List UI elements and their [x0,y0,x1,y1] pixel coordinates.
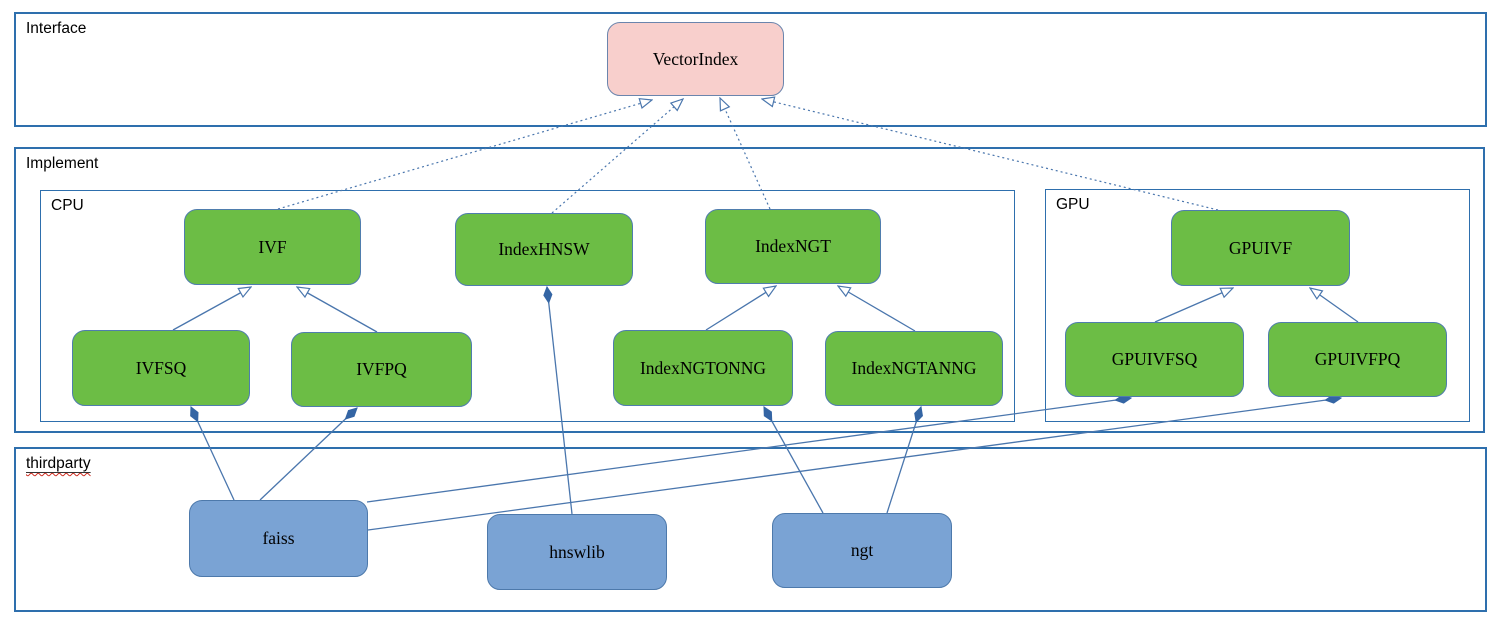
container-label-text-cpu: CPU [51,197,84,214]
edge-faiss-to-ivfsq [190,405,235,501]
container-label-implement: Implement [26,155,98,173]
edge-indexngt-to-vectorindex [720,98,771,210]
edge-gpuivfsq-to-gpuivf [1154,288,1233,323]
node-ivfpq: IVFPQ [291,332,472,407]
node-indexngtonng: IndexNGTONNG [613,330,793,406]
node-label-vectorindex: VectorIndex [652,48,739,69]
node-label-hnswlib: hnswlib [549,541,605,562]
node-faiss: faiss [189,500,368,577]
container-label-gpu: GPU [1056,196,1090,214]
edge-ngt-to-indexngtanng [886,405,923,514]
node-label-faiss: faiss [262,528,295,548]
node-ivf: IVF [184,209,361,285]
node-label-ivf: IVF [258,236,287,257]
edge-faiss-to-gpuivfsq [366,394,1133,503]
container-label-text-gpu: GPU [1056,196,1090,213]
node-gpuivfsq: GPUIVFSQ [1065,322,1244,397]
node-indexhnsw: IndexHNSW [455,213,633,286]
container-label-interface: Interface [26,20,86,38]
container-label-text-thirdparty: thirdparty [26,455,91,472]
node-label-indexngtanng: IndexNGTANNG [851,358,977,378]
edge-indexhnsw-to-vectorindex [551,99,683,214]
node-label-gpuivfpq: GPUIVFPQ [1314,349,1401,369]
node-label-indexngt: IndexNGT [755,236,831,256]
node-label-ivfsq: IVFSQ [135,357,187,378]
container-label-cpu: CPU [51,197,84,215]
node-label-ivfpq: IVFPQ [356,359,407,379]
container-label-text-interface: Interface [26,20,87,37]
edge-faiss-to-ivfpq [259,407,358,501]
node-label-gpuivfsq: GPUIVFSQ [1111,349,1198,369]
edge-ivfpq-to-ivf [297,287,378,333]
node-gpuivf: GPUIVF [1171,210,1350,286]
node-label-indexhnsw: IndexHNSW [498,239,590,259]
edge-ivf-to-vectorindex [277,100,652,210]
edge-ivfsq-to-ivf [172,287,251,331]
edge-gpuivf-to-vectorindex [762,99,1219,211]
node-indexngtanng: IndexNGTANNG [825,331,1003,406]
edge-faiss-to-gpuivfpq [367,394,1343,531]
node-ivfsq: IVFSQ [72,330,250,406]
node-label-indexngtonng: IndexNGTONNG [639,357,767,378]
container-label-thirdparty: thirdparty [26,455,91,473]
edge-gpuivfpq-to-gpuivf [1310,288,1359,323]
container-interface: Interface [14,12,1487,127]
container-gpu: GPU [1045,189,1470,422]
node-label-gpuivf: GPUIVF [1228,237,1293,258]
edge-ngt-to-indexngtonng [763,405,824,514]
container-cpu: CPU [40,190,1015,422]
node-ngt: ngt [772,513,952,588]
edge-hnswlib-to-indexhnsw [543,285,573,515]
node-label-ngt: ngt [850,540,874,560]
node-gpuivfpq: GPUIVFPQ [1268,322,1447,397]
container-label-text-implement: Implement [26,155,99,172]
node-indexngt: IndexNGT [705,209,881,284]
edge-indexngtonng-to-indexngt [705,286,776,331]
node-vectorindex: VectorIndex [607,22,784,96]
edge-indexngtanng-to-indexngt [838,286,916,332]
node-hnswlib: hnswlib [487,514,667,590]
container-thirdparty: thirdparty [14,447,1487,612]
container-implement: Implement [14,147,1485,433]
